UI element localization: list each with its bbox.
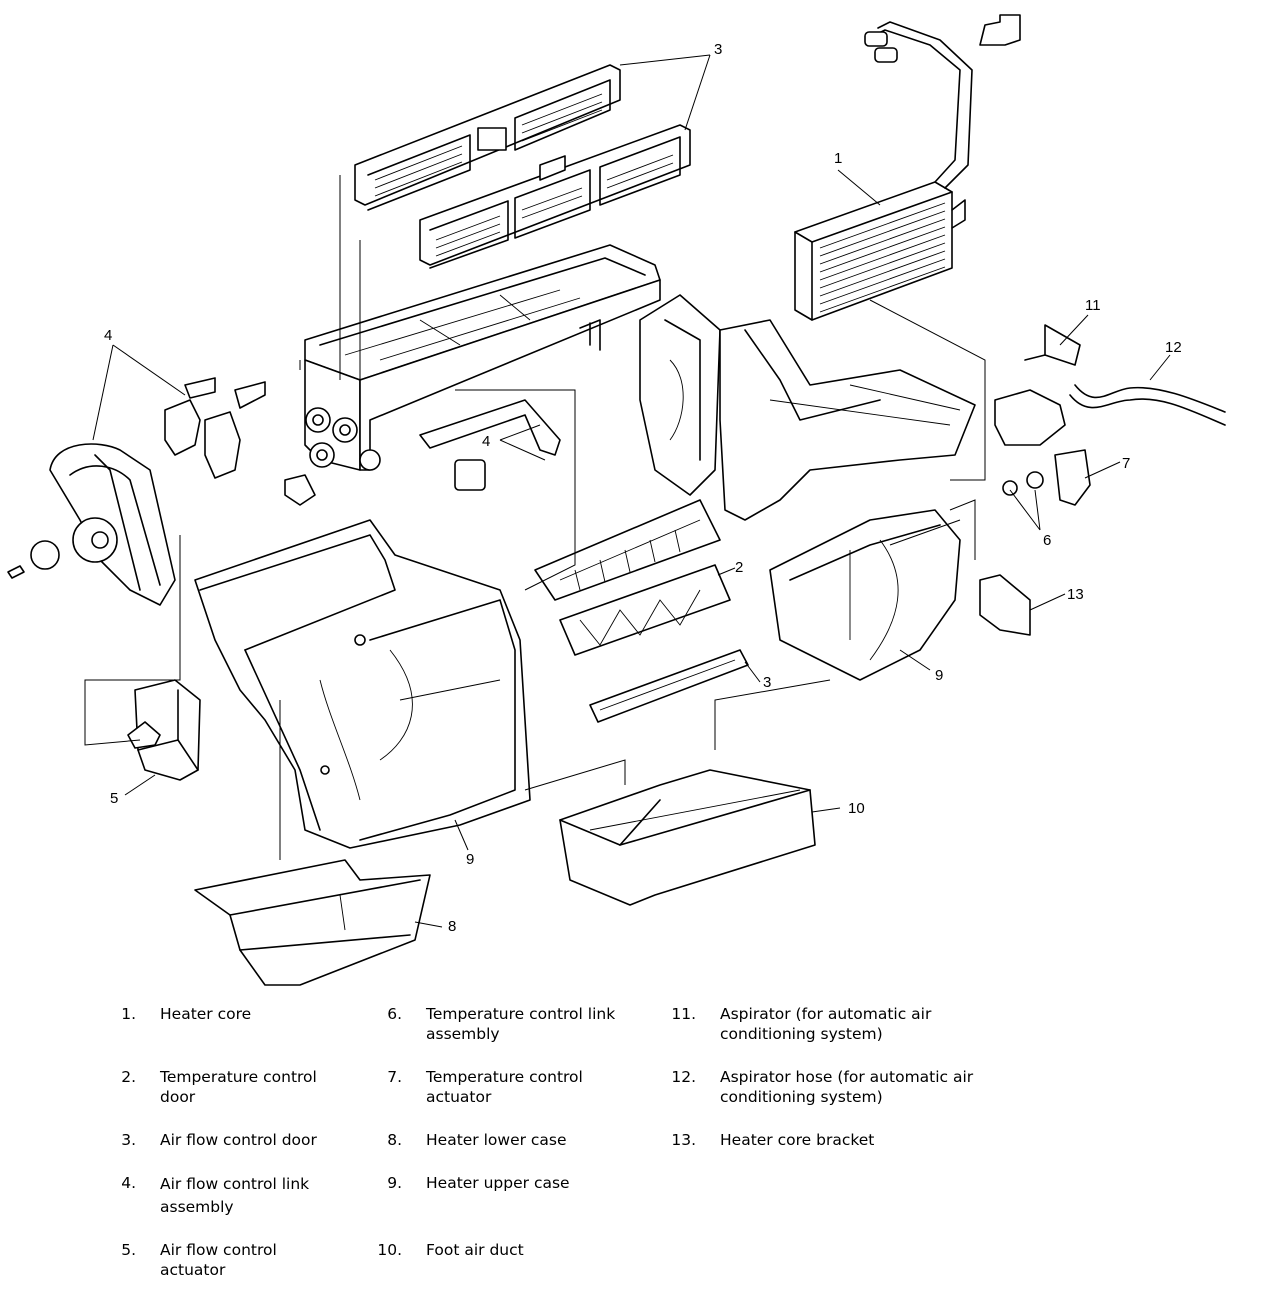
callout-6: 6	[1043, 532, 1051, 549]
legend-text-4: Air flow control link assembly	[160, 1175, 310, 1216]
air-flow-control-door-top	[354, 64, 691, 269]
legend-text-8: Heater lower case	[426, 1131, 567, 1149]
callout-10: 10	[848, 800, 865, 817]
side-bracket-part	[994, 389, 1066, 446]
legend-num-8: 8.	[387, 1131, 402, 1149]
heater-core-bracket-part	[979, 574, 1031, 636]
exploded-parts-diagram: 3 1 4 11 12 4 7 6 2 13 9 3 5 10 9 8	[7, 14, 1226, 986]
air-flow-control-door-center	[589, 649, 749, 723]
legend-num-3: 3.	[121, 1131, 136, 1149]
callout-4-left: 4	[104, 327, 112, 344]
legend-text-6: Temperature control link assembly	[426, 1005, 616, 1043]
heater-core-part	[794, 14, 1021, 321]
legend-num-13: 13.	[671, 1131, 696, 1149]
legend-text-10: Foot air duct	[426, 1241, 524, 1259]
air-flow-control-actuator	[127, 679, 201, 781]
legend-text-5: Air flow control actuator	[160, 1241, 277, 1279]
blower-cover-part	[7, 443, 176, 606]
heater-lower-case	[194, 859, 431, 986]
legend-num-5: 5.	[121, 1241, 136, 1259]
legend-num-2: 2.	[121, 1068, 136, 1086]
temperature-control-link	[1002, 471, 1044, 496]
callout-7: 7	[1122, 455, 1130, 472]
upper-housing-part	[304, 244, 661, 471]
legend-num-6: 6.	[387, 1005, 402, 1023]
legend-num-9: 9.	[387, 1174, 402, 1192]
callout-9-left: 9	[466, 851, 474, 868]
callout-11: 11	[1085, 297, 1101, 314]
leader-lines	[84, 54, 1171, 928]
temperature-control-actuator	[1054, 449, 1091, 506]
legend-num-4: 4.	[121, 1174, 136, 1192]
legend-text-9: Heater upper case	[426, 1174, 570, 1192]
callout-3-top: 3	[714, 41, 722, 58]
callout-13: 13	[1067, 586, 1084, 603]
callout-1: 1	[834, 150, 842, 167]
legend-text-11: Aspirator (for automatic air conditionin…	[720, 1005, 932, 1043]
legend-text-7: Temperature control actuator	[426, 1068, 583, 1106]
legend-num-10: 10.	[377, 1241, 402, 1259]
callout-4-center: 4	[482, 433, 490, 450]
aspirator-part	[1024, 324, 1081, 366]
legend-text-1: Heater core	[160, 1005, 252, 1023]
legend-num-1: 1.	[121, 1005, 136, 1023]
foot-air-duct	[559, 769, 816, 906]
air-flow-control-link	[164, 377, 561, 506]
legend-text-12: Aspirator hose (for automatic air condit…	[720, 1068, 974, 1106]
legend-text-2: Temperature control door	[160, 1068, 317, 1106]
aspirator-hose-part	[1069, 384, 1226, 426]
callout-3-center: 3	[763, 674, 771, 691]
heater-upper-case-right	[719, 319, 976, 681]
callout-2: 2	[735, 559, 743, 576]
legend-num-11: 11.	[671, 1005, 696, 1023]
callout-5: 5	[110, 790, 118, 807]
legend-num-12: 12.	[671, 1068, 696, 1086]
callout-12: 12	[1165, 339, 1182, 356]
callout-8: 8	[448, 918, 456, 935]
callout-labels: 3 1 4 11 12 4 7 6 2 13 9 3 5 10 9 8	[104, 41, 1182, 935]
callout-9-right: 9	[935, 667, 943, 684]
heater-upper-case-left	[194, 519, 531, 849]
temperature-control-door	[534, 499, 731, 656]
legend-text-3: Air flow control door	[160, 1131, 317, 1149]
legend-text-13: Heater core bracket	[720, 1131, 875, 1149]
center-divider-part	[639, 294, 721, 496]
legend-num-7: 7.	[387, 1068, 402, 1086]
